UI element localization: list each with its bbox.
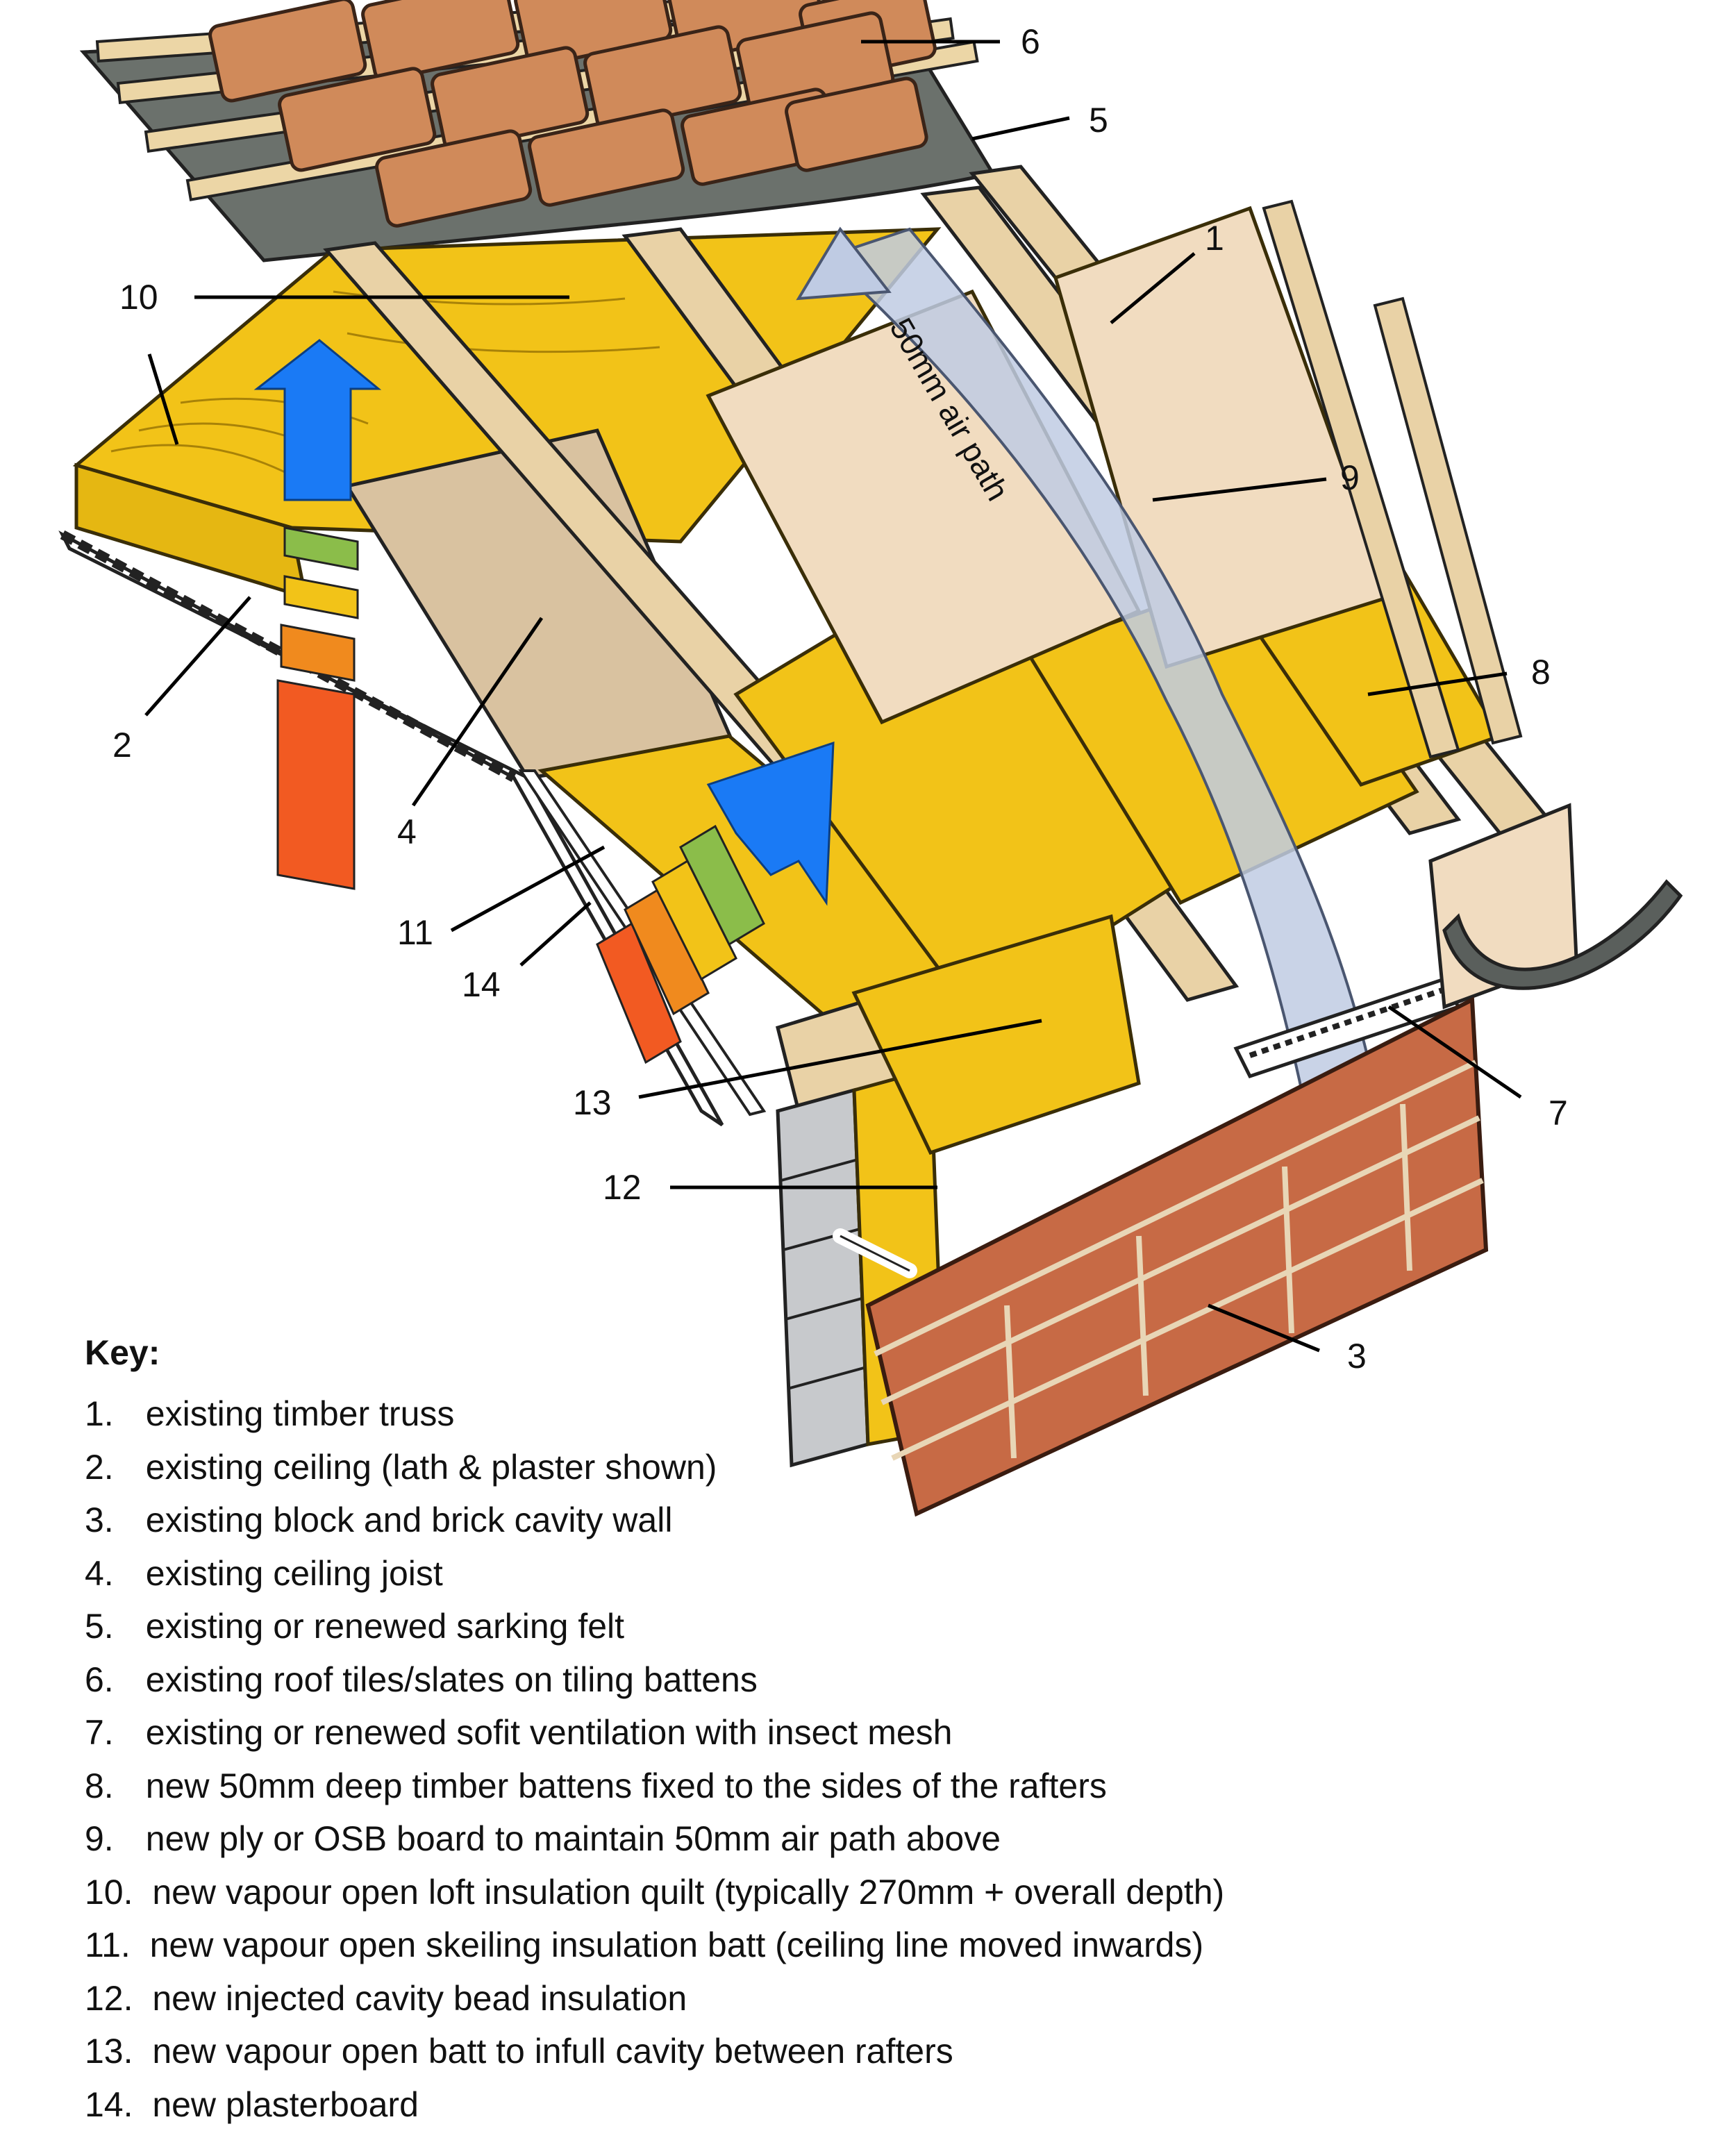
key-item-text: existing ceiling joist xyxy=(146,1554,443,1593)
key-item-text: existing or renewed sofit ventilation wi… xyxy=(146,1713,953,1752)
key-item: 10. new vapour open loft insulation quil… xyxy=(85,1866,1682,1919)
key-item-number: 9. xyxy=(85,1812,126,1866)
key-item-text: existing roof tiles/slates on tiling bat… xyxy=(146,1660,758,1699)
key-item-number: 4. xyxy=(85,1547,126,1601)
key-item: 4. existing ceiling joist xyxy=(85,1547,1682,1601)
key-item: 2. existing ceiling (lath & plaster show… xyxy=(85,1441,1682,1494)
key-title: Key: xyxy=(85,1332,1682,1373)
callout-6: 6 xyxy=(1021,22,1040,61)
key-item: 14. new plasterboard xyxy=(85,2078,1682,2131)
key-item-number: 5. xyxy=(85,1600,126,1653)
callout-13: 13 xyxy=(573,1083,612,1122)
callout-2: 2 xyxy=(112,726,132,764)
callout-1: 1 xyxy=(1205,219,1224,258)
callout-11: 11 xyxy=(397,913,433,952)
key-item: 5. existing or renewed sarking felt xyxy=(85,1600,1682,1653)
key-item: 3. existing block and brick cavity wall xyxy=(85,1494,1682,1547)
callout-12: 12 xyxy=(603,1168,642,1207)
key-item-number: 11. xyxy=(85,1919,131,1972)
key-item-number: 12. xyxy=(85,1972,133,2025)
key-item-number: 13. xyxy=(85,2025,133,2078)
key-item-number: 14. xyxy=(85,2078,133,2131)
key-item-number: 6. xyxy=(85,1653,126,1707)
key-item-text: new plasterboard xyxy=(152,2085,419,2124)
key-item-text: new vapour open skeiling insulation batt… xyxy=(150,1925,1204,1964)
key-item-text: new 50mm deep timber battens fixed to th… xyxy=(146,1766,1107,1805)
key-item-number: 2. xyxy=(85,1441,126,1494)
key-item-text: existing block and brick cavity wall xyxy=(146,1501,673,1539)
key-item: 9. new ply or OSB board to maintain 50mm… xyxy=(85,1812,1682,1866)
key-item-number: 10. xyxy=(85,1866,133,1919)
key-item: 6. existing roof tiles/slates on tiling … xyxy=(85,1653,1682,1707)
callout-14: 14 xyxy=(462,965,501,1004)
callout-9: 9 xyxy=(1340,458,1360,497)
key-item-number: 7. xyxy=(85,1706,126,1760)
key-item-text: existing ceiling (lath & plaster shown) xyxy=(146,1448,717,1487)
key-item: 11. new vapour open skeiling insulation … xyxy=(85,1919,1682,1972)
callout-7: 7 xyxy=(1549,1094,1568,1133)
key-item-text: new vapour open batt to infull cavity be… xyxy=(152,2032,953,2071)
callout-4: 4 xyxy=(397,812,417,851)
key-item-text: existing timber truss xyxy=(146,1394,455,1433)
key-item-number: 3. xyxy=(85,1494,126,1547)
key-item-text: new injected cavity bead insulation xyxy=(152,1979,687,2018)
key-item-text: new vapour open loft insulation quilt (t… xyxy=(152,1873,1224,1912)
key-item-number: 1. xyxy=(85,1387,126,1441)
key-item: 1. existing timber truss xyxy=(85,1387,1682,1441)
key-item-text: new ply or OSB board to maintain 50mm ai… xyxy=(146,1819,1001,1858)
key-item: 7. existing or renewed sofit ventilation… xyxy=(85,1706,1682,1760)
callout-5: 5 xyxy=(1089,101,1108,140)
key-item: 8. new 50mm deep timber battens fixed to… xyxy=(85,1760,1682,1813)
key-item-text: existing or renewed sarking felt xyxy=(146,1607,624,1646)
callout-8: 8 xyxy=(1531,653,1551,692)
key-item: 13. new vapour open batt to infull cavit… xyxy=(85,2025,1682,2078)
key-item-number: 8. xyxy=(85,1760,126,1813)
callout-10: 10 xyxy=(119,278,158,317)
key-item: 12. new injected cavity bead insulation xyxy=(85,1972,1682,2025)
